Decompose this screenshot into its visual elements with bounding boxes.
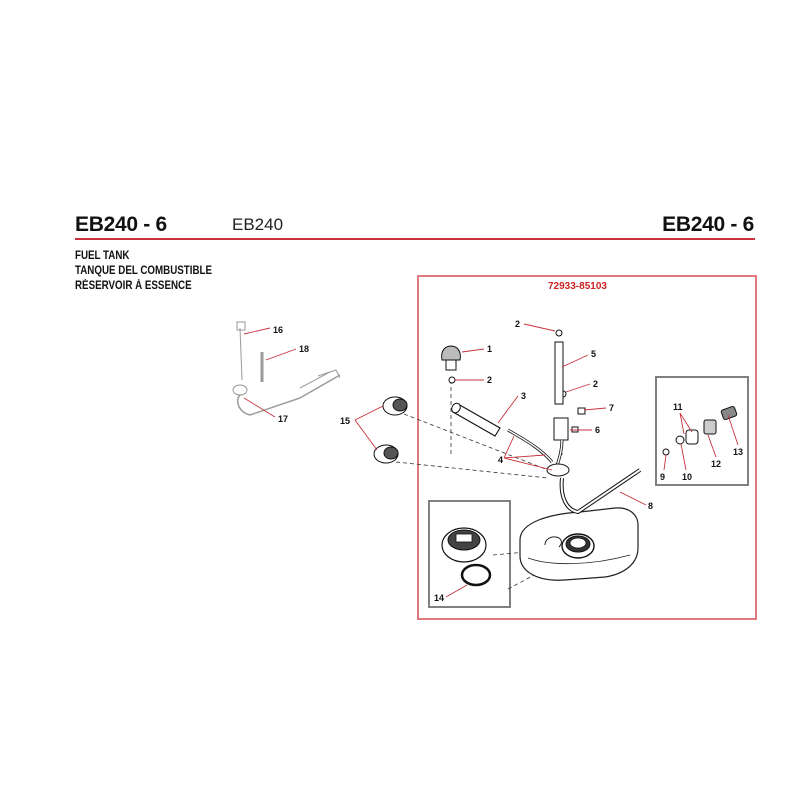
pipe-part [554, 341, 564, 405]
clip-part [555, 329, 563, 337]
callout-11: 11 [673, 402, 683, 412]
callout-1: 1 [487, 344, 492, 354]
callout-12: 12 [711, 459, 721, 469]
callout-17: 17 [278, 414, 288, 424]
grommet-parts [373, 396, 408, 464]
fitting-part [553, 407, 586, 441]
valve-parts [662, 405, 738, 456]
callout-6: 6 [595, 425, 600, 435]
callout-3: 3 [521, 391, 526, 401]
header-rule [75, 238, 755, 240]
callout-8: 8 [648, 501, 653, 511]
callout-18: 18 [299, 344, 309, 354]
callout-7: 7 [609, 403, 614, 413]
callout-4: 4 [498, 455, 503, 465]
leader-lines [243, 323, 739, 598]
caption-es: TANQUE DEL COMBUSTIBLE [75, 265, 213, 277]
reference-parts [232, 321, 341, 416]
kit-label-main: 72933-85103 [548, 281, 607, 292]
callout-2: 2 [515, 319, 520, 329]
callout-14: 14 [434, 593, 444, 603]
primer-bulb-part [441, 345, 461, 371]
fuel-cap-part [441, 527, 487, 563]
callout-10: 10 [682, 472, 692, 482]
clip-part [448, 376, 456, 384]
callout-2: 2 [593, 379, 598, 389]
caption-fr: RÉSERVOIR À ESSENCE [75, 280, 192, 292]
callout-9: 9 [660, 472, 665, 482]
return-hose [559, 468, 642, 515]
kit-frame-cap [428, 500, 511, 608]
kit-frame-main [417, 275, 757, 620]
callout-16: 16 [273, 325, 283, 335]
kit-frame-valve [655, 376, 749, 486]
model-subtitle: EB240 [232, 215, 284, 234]
caption-block: FUEL TANK TANQUE DEL COMBUSTIBLE RÉSERVO… [75, 249, 236, 294]
callout-5: 5 [591, 349, 596, 359]
model-title-right: EB240 - 6 [662, 213, 754, 236]
filler-neck [561, 533, 595, 559]
model-title-left: EB240 - 6 [75, 213, 167, 236]
callout-2: 2 [487, 375, 492, 385]
callout-15: 15 [340, 416, 350, 426]
callout-13: 13 [733, 447, 743, 457]
caption-en: FUEL TANK [75, 250, 130, 262]
cap-gasket-part [460, 563, 492, 587]
hose-sleeve-part [451, 402, 501, 437]
callout-numbers: 1 2 2 2 3 4 5 6 7 8 9 10 11 12 13 14 15 … [273, 319, 743, 603]
tank-grommet [546, 463, 570, 477]
